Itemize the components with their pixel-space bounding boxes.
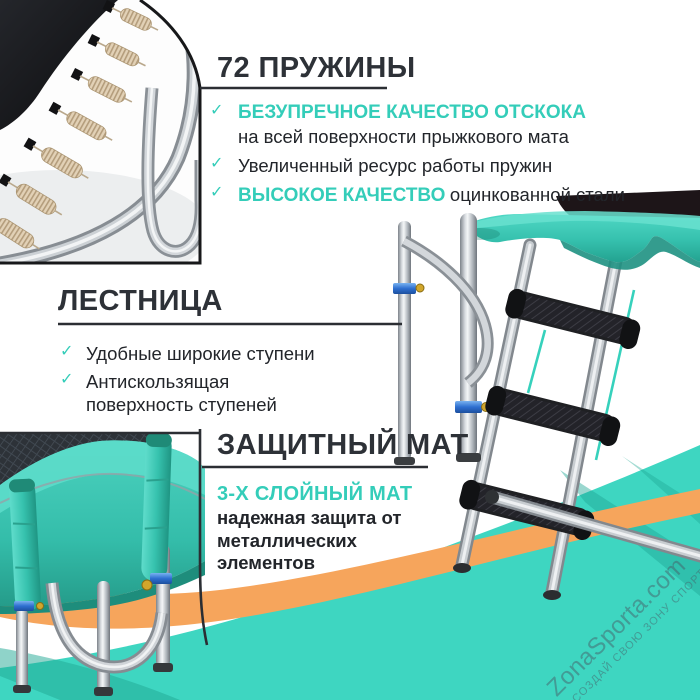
bullet-strong-text: ВЫСОКОЕ КАЧЕСТВО xyxy=(238,185,446,206)
teal-shadow-trampoline xyxy=(0,648,180,700)
check-icon: ✓ xyxy=(60,371,74,389)
check-icon: ✓ xyxy=(210,154,224,172)
ladder-bullets: ✓ Удобные широкие ступени ✓ Антискользящ… xyxy=(60,342,321,416)
trampoline-legs xyxy=(393,213,494,465)
list-item: ✓ Увеличенный ресурс работы пружин xyxy=(210,154,625,177)
bullet-text: Антискользящая поверхность ступеней xyxy=(86,371,277,416)
springs-bullets: ✓ БЕЗУПРЕЧНОЕ КАЧЕСТВО ОТСКОКА на всей п… xyxy=(210,101,625,208)
bullet-text: Увеличенный ресурс работы пружин xyxy=(238,154,553,176)
list-item: ✓ Антискользящая поверхность ступеней xyxy=(60,370,321,416)
check-icon: ✓ xyxy=(60,343,74,360)
jumping-mat xyxy=(0,0,118,130)
bullet-text: оцинкованной стали xyxy=(449,184,625,205)
list-item: ✓ Удобные широкие ступени xyxy=(60,342,321,365)
springs-photo-frame xyxy=(0,0,202,265)
mat-description: надежная защита от металлических элемент… xyxy=(217,507,402,574)
frame-pad xyxy=(460,211,700,270)
ladder-photo xyxy=(393,190,700,600)
springs-title: 72 ПРУЖИНЫ xyxy=(217,52,416,84)
bullet-text: Удобные широкие ступени xyxy=(86,343,315,364)
bullet-text: на всей поверхности прыжкового мата xyxy=(238,125,569,147)
list-item: ✓ БЕЗУПРЕЧНОЕ КАЧЕСТВО ОТСКОКА на всей п… xyxy=(210,101,625,148)
springs-photo xyxy=(0,0,202,265)
check-icon: ✓ xyxy=(210,184,224,201)
ladder-title: ЛЕСТНИЦА xyxy=(58,285,223,317)
list-item: ✓ ВЫСОКОЕ КАЧЕСТВО оцинкованной стали xyxy=(210,183,625,208)
mat-subtitle: 3-Х СЛОЙНЫЙ МАТ xyxy=(217,483,413,505)
bullet-strong-text: БЕЗУПРЕЧНОЕ КАЧЕСТВО ОТСКОКА xyxy=(238,102,586,123)
check-icon: ✓ xyxy=(210,102,224,119)
springs-row xyxy=(0,0,159,250)
trampoline-photo xyxy=(0,433,205,696)
ground-tube xyxy=(485,490,700,563)
mat-title: ЗАЩИТНЫЙ МАТ xyxy=(217,429,469,461)
